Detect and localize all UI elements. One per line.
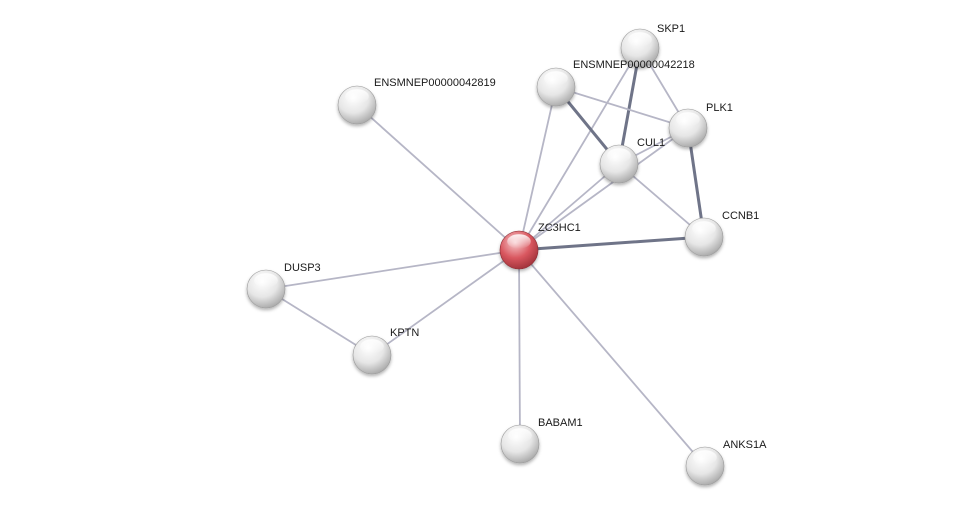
node-label: KPTN bbox=[390, 327, 419, 339]
node-gloss bbox=[628, 32, 652, 47]
edge-zc3hc1-ccnb1 bbox=[517, 235, 706, 252]
node-gloss bbox=[607, 148, 631, 163]
node-ccnb1[interactable]: CCNB1 bbox=[684, 210, 759, 257]
node-gloss bbox=[693, 450, 717, 465]
node-anks1a[interactable]: ANKS1A bbox=[685, 439, 767, 486]
node-skp1[interactable]: SKP1 bbox=[620, 23, 685, 68]
node-label: SKP1 bbox=[657, 23, 685, 35]
edge-zc3hc1-cul1 bbox=[518, 163, 620, 251]
edge-zc3hc1-anks1a bbox=[518, 249, 706, 467]
node-ensmnep00000042819[interactable]: ENSMNEP00000042819 bbox=[337, 77, 496, 125]
node-cul1[interactable]: CUL1 bbox=[599, 137, 665, 184]
node-label: CUL1 bbox=[637, 137, 665, 149]
nodes-layer: ZC3HC1 SKP1ENSMNEP00000042218ENSMNEP00000… bbox=[246, 23, 767, 486]
node-label: DUSP3 bbox=[284, 262, 321, 274]
node-label: PLK1 bbox=[706, 102, 733, 114]
edge-zc3hc1-kptn bbox=[371, 249, 520, 356]
node-gloss bbox=[508, 428, 532, 443]
node-gloss bbox=[692, 221, 716, 236]
edge-dusp3-kptn bbox=[265, 288, 373, 356]
node-gloss bbox=[254, 273, 278, 288]
node-gloss bbox=[360, 339, 384, 354]
node-zc3hc1[interactable]: ZC3HC1 bbox=[499, 222, 581, 270]
node-dusp3[interactable]: DUSP3 bbox=[246, 262, 321, 309]
node-label: BABAM1 bbox=[538, 417, 583, 429]
node-gloss bbox=[544, 71, 568, 86]
edges-layer bbox=[265, 46, 706, 467]
node-gloss bbox=[345, 89, 369, 104]
edge-zc3hc1-dusp3 bbox=[265, 249, 520, 290]
node-label: ENSMNEP00000042819 bbox=[374, 77, 496, 89]
node-gloss bbox=[676, 112, 700, 127]
node-label: CCNB1 bbox=[722, 210, 759, 222]
edge-skp1-cul1 bbox=[617, 46, 642, 166]
edge-zc3hc1-ensmnep00000042819 bbox=[356, 104, 520, 251]
node-ensmnep00000042218[interactable]: ENSMNEP00000042218 bbox=[536, 59, 695, 107]
node-babam1[interactable]: BABAM1 bbox=[500, 417, 583, 464]
edge-zc3hc1-plk1 bbox=[518, 127, 689, 251]
edge-zc3hc1-babam1 bbox=[518, 249, 521, 445]
edge-zc3hc1-skp1 bbox=[518, 47, 641, 251]
node-label: ENSMNEP00000042218 bbox=[573, 59, 695, 71]
node-label: ANKS1A bbox=[723, 439, 767, 451]
node-plk1[interactable]: PLK1 bbox=[668, 102, 733, 148]
edge-ensmnep00000042218-plk1 bbox=[555, 86, 689, 129]
edge-zc3hc1-ensmnep00000042218 bbox=[518, 86, 557, 251]
node-kptn[interactable]: KPTN bbox=[352, 327, 419, 375]
node-label: ZC3HC1 bbox=[538, 222, 581, 234]
node-gloss bbox=[507, 234, 531, 249]
